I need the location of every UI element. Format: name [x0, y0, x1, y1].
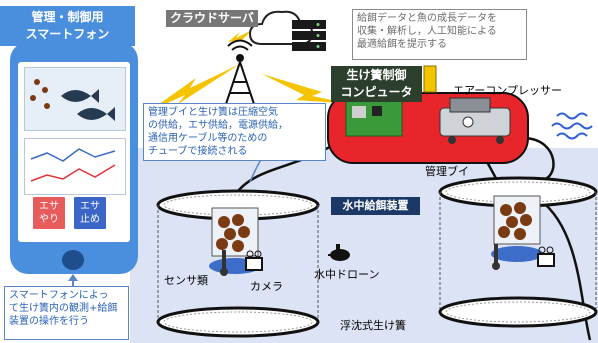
air-compressor-label: エアーコンプレッサー [453, 84, 563, 97]
underwater-drone-icon [328, 244, 350, 261]
smartphone-note-line1: スマートフォンによっ [9, 290, 109, 301]
pipe-note-line3: 通信用ケーブル等のための [148, 133, 268, 144]
camera-right-icon [537, 246, 555, 267]
stop-feed-button[interactable]: エサ 止め [74, 197, 106, 229]
feed-button-line2: やり [39, 214, 59, 225]
antenna-tower-icon [225, 39, 255, 105]
growth-chart-panel [24, 138, 126, 195]
sensors-label: センサ類 [164, 274, 208, 287]
controller-label-line1: 生け簀制御 [346, 68, 407, 82]
cloud-server-label: クラウドサーバ [166, 10, 258, 27]
camera-left-icon [245, 250, 263, 271]
smartphone-note-line3: 装置の操作を行う [9, 316, 89, 327]
smartphone-title-line2: スマートフォン [25, 27, 110, 41]
controller-label-line2: コンピュータ [340, 85, 413, 99]
growth-chart-lines [30, 148, 116, 182]
sensor-left-icon [220, 250, 228, 276]
waves [551, 112, 593, 140]
board-cpu [372, 106, 382, 116]
smartphone-note-line2: て生け簀内の観測+給餌 [9, 303, 118, 314]
fish-icon [30, 79, 115, 121]
up-arrow-icon [68, 274, 78, 288]
server-note-line2: 収集・解析し，人工知能による [357, 26, 497, 37]
smartphone-note: スマートフォンによっ て生け簀内の観測+給餌 装置の操作を行う [4, 286, 129, 340]
sensor-right-icon [492, 244, 500, 270]
stop-feed-button-line1: エサ [80, 201, 100, 212]
feed-button[interactable]: エサ やり [33, 197, 65, 229]
beacon-light-icon [423, 65, 437, 93]
pipe-note-line4: チューブで接続される [148, 146, 248, 157]
server-icon [292, 20, 326, 51]
fish-view-panel [24, 67, 126, 131]
pipe-note-line2: の供給，エサ供給，電源供給， [148, 120, 288, 131]
controller-label: 生け簀制御 コンピュータ [331, 66, 422, 102]
pipe-note-line1: 管理ブイと生け簀は圧縮空気 [148, 107, 278, 118]
drone-label: 水中ドローン [314, 268, 380, 281]
buoy-label: 管理ブイ [425, 165, 469, 178]
feeder-label: 水中給餌装置 [331, 197, 420, 215]
wireless-bolt-right [262, 74, 352, 104]
board-chip [352, 106, 366, 118]
air-compressor-icon [439, 97, 511, 144]
left-cage [156, 189, 320, 338]
camera-label: カメラ [250, 280, 283, 293]
server-note: 給餌データと魚の成長データを 収集・解析し，人工知能による 最適給餌を提示する [352, 9, 527, 60]
right-cage [438, 176, 598, 328]
pipe-note: 管理ブイと生け簀は圧縮空気 の供給，エサ供給，電源供給， 通信用ケーブル等のため… [143, 103, 326, 161]
feed-button-line1: エサ [39, 201, 59, 212]
wireless-bolt-left [148, 64, 240, 112]
feeder-right-icon [491, 195, 543, 262]
home-button[interactable] [62, 250, 84, 270]
cage-label: 浮沈式生け簀 [340, 319, 406, 332]
smartphone-title: 管理・制御用 スマートフォン [0, 6, 135, 46]
smartphone-title-line1: 管理・制御用 [31, 10, 104, 24]
server-note-line3: 最適給餌を提示する [357, 39, 447, 50]
stop-feed-button-line2: 止め [80, 214, 100, 225]
server-note-line1: 給餌データと魚の成長データを [357, 13, 497, 24]
wireless-bolt-up [228, 30, 252, 44]
